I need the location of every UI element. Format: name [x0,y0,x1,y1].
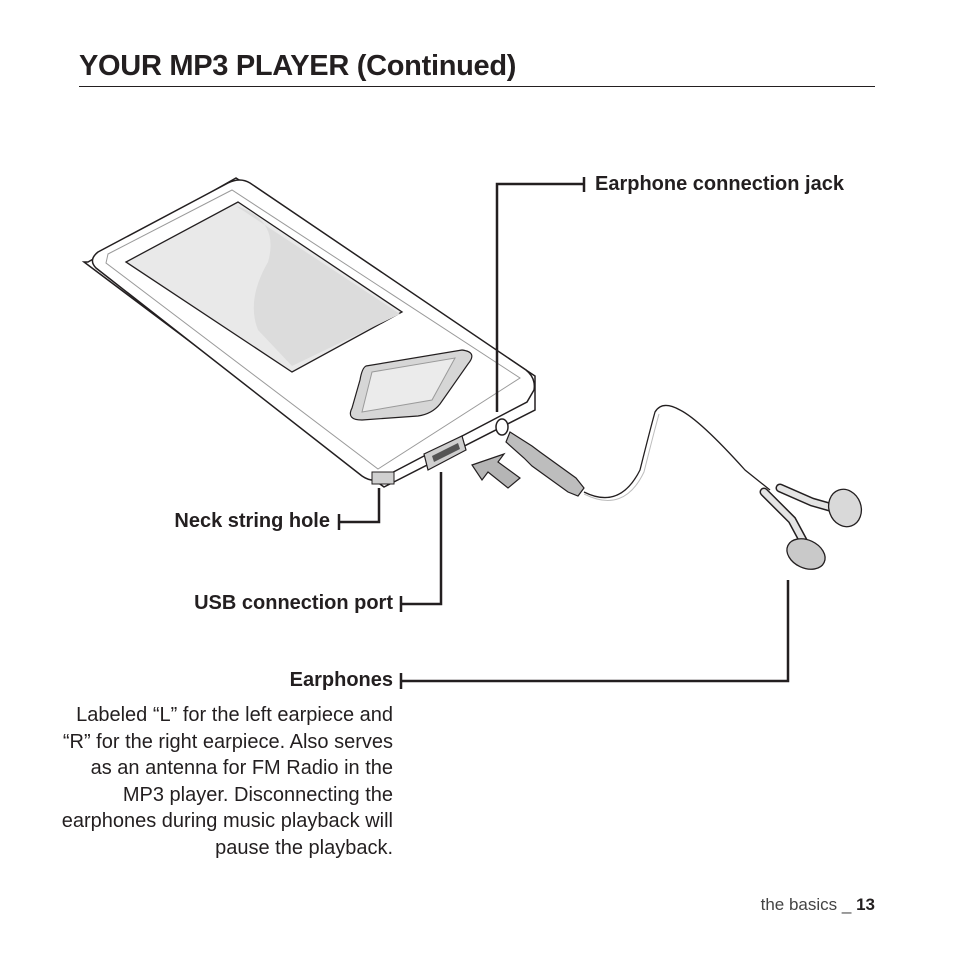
mp3-player-device [81,177,536,488]
insert-arrow-icon [471,452,521,489]
footer-section: the basics _ [760,895,857,914]
page-footer: the basics _ 13 [761,895,875,915]
title-divider [79,86,875,87]
page-number: 13 [856,895,875,914]
earphone-jack-label: Earphone connection jack [595,173,844,195]
page-title: YOUR MP3 PLAYER (Continued) [79,50,517,82]
earphones-description: Labeled “L” for the left earpiece and “R… [61,704,393,859]
earphones-illustration [505,404,863,570]
usb-port-label: USB connection port [194,592,393,614]
callout-lines [337,177,790,689]
earphones-label: Earphones [289,669,393,691]
neck-string-hole-label: Neck string hole [174,510,330,532]
